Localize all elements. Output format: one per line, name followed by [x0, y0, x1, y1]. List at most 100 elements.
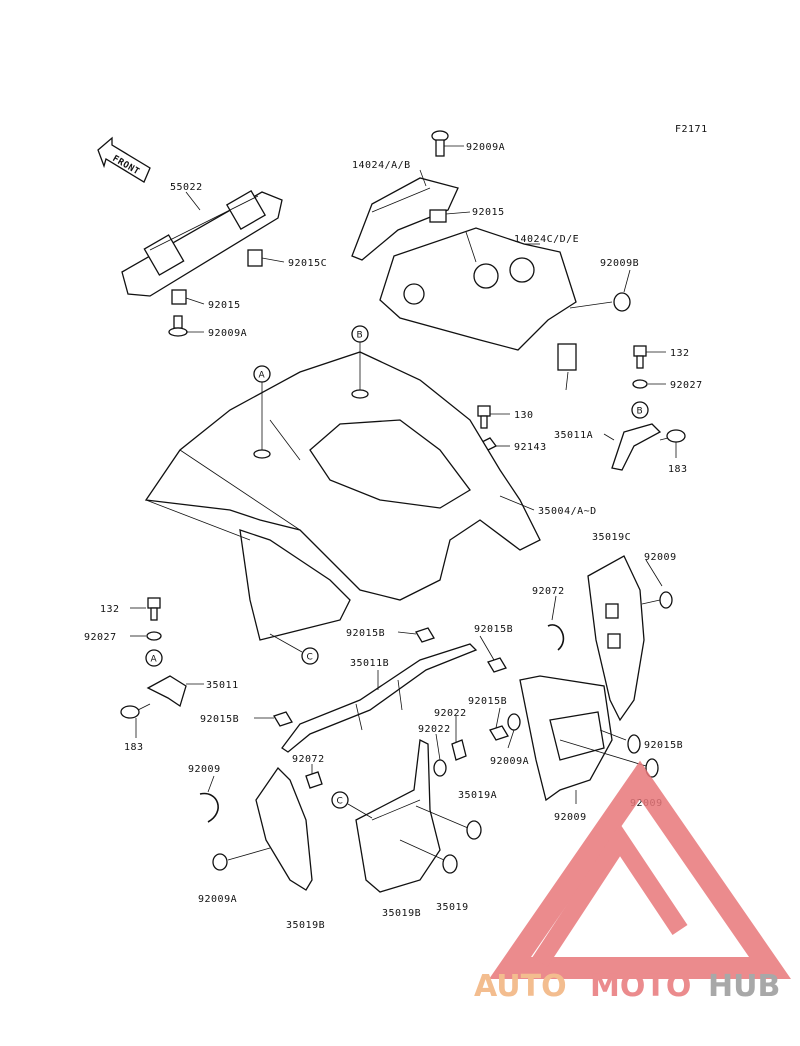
bolt-132-left: [147, 597, 161, 621]
label-92009-center: 35019A: [458, 790, 497, 801]
bracket-35011: [146, 675, 187, 708]
ref-circle-b-top: B: [351, 325, 369, 399]
part-35019-mudflap: [355, 739, 441, 893]
label-92009a-left: 92009A: [208, 328, 247, 339]
automotohub-logo: AUTO MOTO HUB: [474, 760, 791, 1004]
label-55022: 55022: [170, 182, 203, 193]
part-14024-cde-cover: [379, 227, 577, 351]
washer-92022-1: [433, 759, 447, 777]
label-92143: 92143: [514, 442, 547, 453]
bolt-92009a-right: [599, 729, 641, 754]
label-132-right: 132: [670, 348, 690, 359]
washer-92022-2: [507, 713, 521, 731]
logo-triangle-outer: [489, 760, 791, 979]
label-35019a: 92009: [554, 812, 587, 823]
bolt-183-left: [120, 703, 151, 719]
part-labels: 92009A 14024/A/B 92015 14024C/D/E 92009B…: [84, 142, 703, 919]
clip-92072-left: [199, 792, 219, 823]
label-92015-top: 92015: [472, 207, 505, 218]
bolt-92009-center: [415, 805, 482, 840]
label-132-left: 132: [100, 604, 120, 615]
label-35019c: 35019C: [592, 532, 631, 543]
nut-92015b-1: [415, 627, 435, 643]
label-92009-right-upper: 92009: [644, 552, 677, 563]
label-92015b-5: 92022: [434, 708, 467, 719]
ref-letter: C: [337, 797, 343, 807]
bolt-92009-right-upper: [641, 591, 673, 609]
bolt-183-right: [659, 429, 686, 443]
label-92015b-6: 92072: [292, 754, 325, 765]
label-92015-left: 92015: [208, 300, 241, 311]
label-183-right: 183: [668, 464, 688, 475]
ref-circle-b-right: B: [631, 401, 649, 419]
ref-letter: B: [357, 331, 363, 341]
clip-92072-right: [547, 624, 565, 651]
label-130: 130: [514, 410, 534, 421]
ref-letter: A: [151, 655, 158, 665]
bolt-130: [477, 405, 491, 429]
ref-circle-a-left: A: [145, 649, 163, 667]
ref-circle-a-top: A: [253, 365, 271, 459]
nut-92015b-6: [305, 771, 323, 789]
label-35019b: 35019B: [286, 920, 325, 931]
part-35019a-mudflap: [519, 675, 613, 802]
bolt-92009a-center: [399, 839, 458, 874]
label-92009a-center: 35019: [436, 902, 469, 913]
figure-code: F2171: [675, 124, 708, 135]
label-92072-left: 92009: [188, 764, 221, 775]
label-92072-right: 92072: [532, 586, 565, 597]
label-92009-left: 92009A: [198, 894, 237, 905]
label-35011b: 35011B: [350, 658, 389, 669]
label-92015b-4: 92015B: [468, 696, 507, 707]
label-92009a-right: 92015B: [644, 740, 683, 751]
washer-92027-right: [632, 379, 648, 389]
clip-92015-top: [429, 209, 447, 223]
label-92015b-2: 92015B: [474, 624, 513, 635]
label-183-left: 183: [124, 742, 144, 753]
nut-92015b-2: [487, 657, 507, 673]
nut-92015b-4: [489, 725, 509, 741]
part-35019b-panel: [255, 766, 313, 891]
bolt-92009a-left: [168, 315, 188, 337]
label-14024-cde: 14024C/D/E: [514, 234, 579, 245]
ref-letter: C: [307, 653, 313, 663]
label-92015b-1: 92015B: [346, 628, 385, 639]
washer-92027-left: [146, 631, 162, 641]
label-92015c: 92015C: [288, 258, 327, 269]
label-92009b: 92009B: [600, 258, 639, 269]
bolt-92009a-top: [431, 130, 449, 157]
front-arrow-icon: FRONT: [97, 136, 151, 183]
part-35011b-bracket: [281, 643, 478, 753]
clip-92015a: [557, 343, 577, 371]
label-14024-ab: 14024/A/B: [352, 160, 411, 171]
label-92022-2: 92009A: [490, 756, 529, 767]
logo-text-moto: MOTO: [590, 969, 691, 1004]
part-35019c-side-panel: [587, 555, 645, 722]
label-92027-left: 92027: [84, 632, 117, 643]
ref-circle-c-mudflap: C: [331, 791, 373, 819]
label-35011: 35011: [206, 680, 239, 691]
part-35004-rear-fender: [144, 351, 541, 641]
part-55022-bracket: [121, 189, 283, 297]
label-92027-right: 92027: [670, 380, 703, 391]
bolt-132-right: [633, 345, 647, 369]
part-14024-ab-cover: [351, 177, 459, 261]
leader-lines: [130, 145, 677, 804]
nut-92015b-3: [273, 711, 293, 727]
nut-92015b-5: [451, 739, 467, 761]
label-92015b-3: 92015B: [200, 714, 239, 725]
bolt-92009-left: [212, 847, 271, 871]
ref-circle-c-fender: C: [269, 633, 319, 665]
bolt-92009-right-lower: [559, 739, 659, 778]
label-35011a: 35011A: [554, 430, 593, 441]
label-92009a-top: 92009A: [466, 142, 505, 153]
ref-letter: B: [637, 407, 643, 417]
clip-92015c: [247, 249, 263, 267]
bracket-35011a: [611, 423, 662, 471]
label-35019: 35019B: [382, 908, 421, 919]
label-35004: 35004/A~D: [538, 506, 597, 517]
bolt-92009b: [569, 292, 631, 312]
logo-m-stroke: [532, 823, 688, 967]
label-92022-1: 92022: [418, 724, 451, 735]
